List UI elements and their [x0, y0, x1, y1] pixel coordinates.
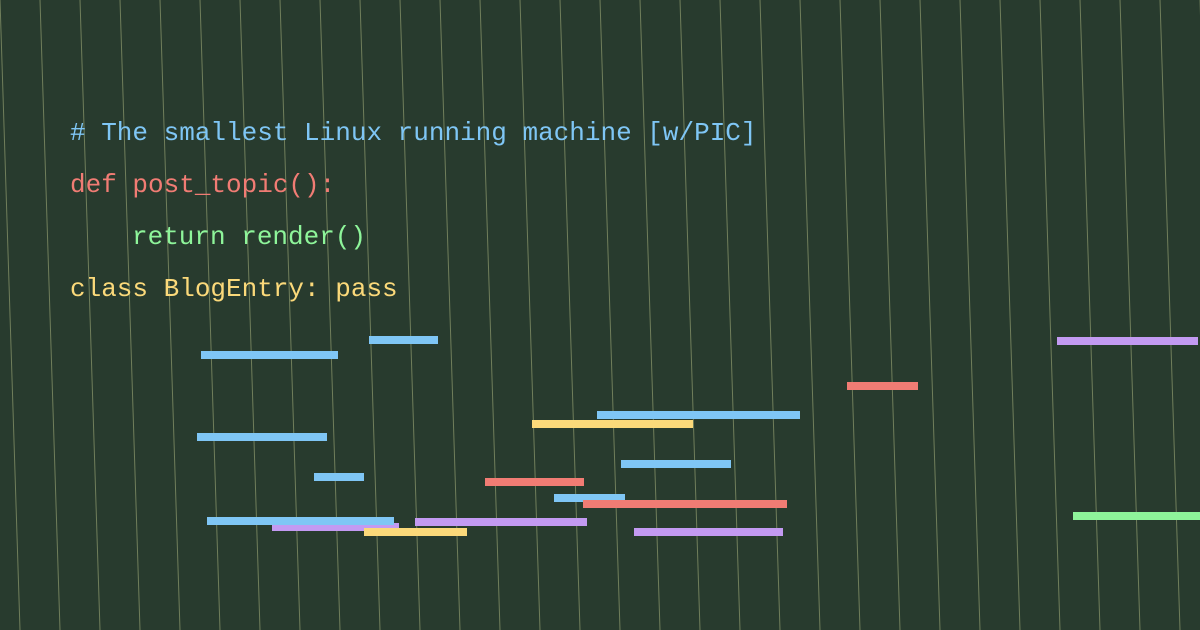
decor-bar	[597, 411, 800, 419]
background-line	[759, 0, 781, 630]
decor-bar	[197, 433, 327, 441]
code-function-line: def post_topic():	[70, 170, 336, 200]
decor-bar	[634, 528, 783, 536]
decor-bar	[369, 336, 438, 344]
background-line	[919, 0, 941, 630]
decor-bar	[621, 460, 731, 468]
background-line	[79, 0, 101, 630]
decor-bar	[532, 420, 693, 428]
background-line	[1039, 0, 1061, 630]
decor-bar	[847, 382, 918, 390]
decor-bar	[485, 478, 584, 486]
background-line	[679, 0, 701, 630]
decor-bar	[364, 528, 467, 536]
decor-bar	[201, 351, 338, 359]
background-line	[0, 0, 21, 630]
background-line	[719, 0, 741, 630]
background-line	[1119, 0, 1141, 630]
code-comment-line: # The smallest Linux running machine [w/…	[70, 118, 757, 148]
decor-bar	[1073, 512, 1200, 520]
background-line	[839, 0, 861, 630]
background-line	[879, 0, 901, 630]
code-class-line: class BlogEntry: pass	[70, 274, 398, 304]
code-return-line: return render()	[132, 222, 367, 252]
decor-bar	[207, 517, 394, 525]
background-line	[959, 0, 981, 630]
decor-bar	[314, 473, 364, 481]
background-line	[599, 0, 621, 630]
background-line	[639, 0, 661, 630]
decor-bar	[583, 500, 787, 508]
background-line	[1159, 0, 1181, 630]
decor-bar	[272, 523, 399, 531]
background-line	[159, 0, 181, 630]
background-line	[119, 0, 141, 630]
background-line	[799, 0, 821, 630]
background-line	[999, 0, 1021, 630]
decor-bar	[415, 518, 587, 526]
background-line	[1079, 0, 1101, 630]
decor-bar	[1057, 337, 1198, 345]
background-line	[39, 0, 61, 630]
decor-bar	[554, 494, 625, 502]
